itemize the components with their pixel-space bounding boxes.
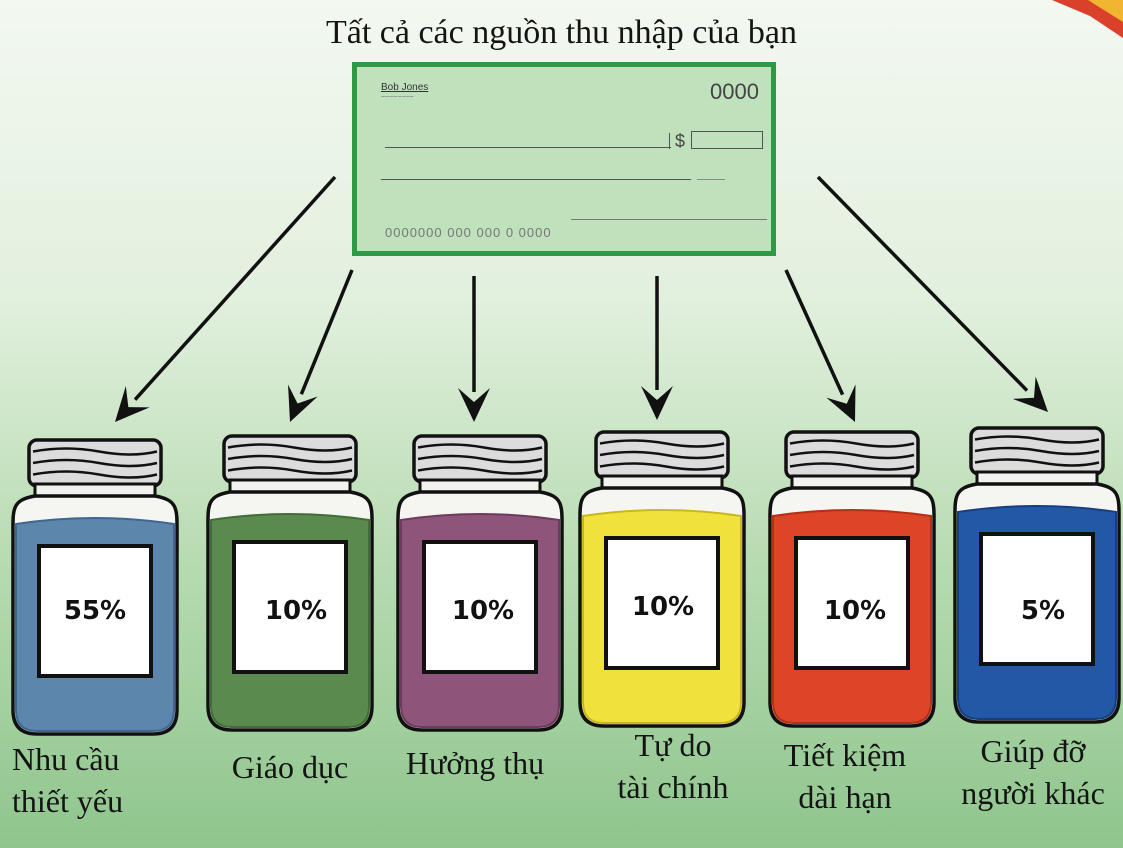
jar-percent-play: 10% bbox=[451, 596, 515, 626]
jar-percent-give: 5% bbox=[1020, 596, 1066, 626]
jar-label-line: thiết yếu bbox=[12, 783, 124, 819]
jar-lid-thread-financial-freedom bbox=[599, 450, 725, 460]
jar-lid-thread-give bbox=[974, 435, 1100, 444]
jar-lid-thread-financial-freedom bbox=[599, 439, 725, 448]
jar-label-financial-freedom: Tự do tài chính bbox=[583, 724, 763, 808]
jar-lid-thread-play bbox=[417, 454, 543, 464]
check-amount-words-end bbox=[697, 179, 725, 180]
jar-lid-thread-needs bbox=[32, 447, 158, 456]
jar-percent-education: 10% bbox=[264, 596, 328, 626]
arrow-head-long-term-savings bbox=[826, 384, 856, 422]
income-check: Bob Jones ~~~~~~~~ 0000 $ 0000000 000 00… bbox=[352, 62, 776, 256]
jar-lid-thread-play bbox=[417, 443, 543, 452]
arrow-shaft-give bbox=[816, 175, 1029, 392]
jar-lid-thread-play bbox=[417, 466, 543, 475]
jar-percent-needs: 55% bbox=[63, 596, 127, 626]
check-payee-line bbox=[385, 147, 671, 148]
jar-label-card-needs bbox=[37, 544, 153, 678]
check-currency-sign: $ bbox=[675, 131, 686, 151]
check-number: 0000 bbox=[710, 79, 759, 104]
check-micr-line: 0000000 000 000 0 0000 bbox=[385, 225, 552, 240]
arrow-shaft-education bbox=[299, 269, 354, 395]
jar-label-card-give bbox=[979, 532, 1095, 666]
jar-lid-thread-give bbox=[974, 446, 1100, 456]
jar-lid-thread-long-term-savings bbox=[789, 462, 915, 471]
arrow-head-play bbox=[458, 388, 490, 422]
jar-label-card-financial-freedom bbox=[604, 536, 720, 670]
jar-percent-financial-freedom: 10% bbox=[631, 592, 695, 622]
arrow-shaft-long-term-savings bbox=[784, 269, 845, 396]
jar-label-line: người khác bbox=[961, 775, 1105, 811]
check-owner-address: ~~~~~~~~ bbox=[381, 94, 414, 101]
arrow-head-education bbox=[288, 384, 318, 422]
jar-label-card-education bbox=[232, 540, 348, 674]
diagram-title: Tất cả các nguồn thu nhập của bạn bbox=[325, 14, 798, 51]
jar-lid-thread-needs bbox=[32, 458, 158, 468]
jar-label-line: Nhu cầu bbox=[12, 741, 120, 777]
jar-lid-thread-financial-freedom bbox=[599, 462, 725, 471]
arrow-shaft-needs bbox=[133, 175, 337, 401]
jar-label-card-play bbox=[422, 540, 538, 674]
check-amount-box bbox=[691, 131, 763, 149]
jar-label-line: Tự do bbox=[634, 727, 712, 763]
jar-lid-thread-needs bbox=[32, 470, 158, 479]
jar-label-line: tài chính bbox=[617, 769, 729, 805]
arrow-head-give bbox=[1012, 376, 1048, 412]
jar-lid-thread-education bbox=[227, 466, 353, 475]
jar-label-line: Giáo dục bbox=[231, 749, 349, 785]
arrow-head-financial-freedom bbox=[641, 386, 673, 420]
jar-label-line: dài hạn bbox=[798, 779, 892, 815]
arrow-head-needs bbox=[115, 386, 150, 422]
jar-lid-thread-education bbox=[227, 443, 353, 452]
check-owner-name: Bob Jones bbox=[381, 82, 429, 93]
jar-label-line: Hưởng thụ bbox=[405, 745, 545, 781]
check-divider bbox=[669, 133, 670, 149]
check-signature-line bbox=[571, 219, 767, 220]
jar-label-give: Giúp đỡ người khác bbox=[943, 730, 1123, 814]
jar-lid-thread-give bbox=[974, 458, 1100, 467]
jar-label-line: Giúp đỡ bbox=[980, 733, 1086, 769]
jar-label-long-term-savings: Tiết kiệm dài hạn bbox=[755, 734, 935, 818]
jar-label-education: Giáo dục bbox=[200, 746, 380, 788]
jar-percent-long-term-savings: 10% bbox=[823, 596, 887, 626]
jar-label-line: Tiết kiệm bbox=[783, 737, 907, 773]
corner-logo-accent-icon bbox=[1088, 0, 1123, 22]
jar-lid-thread-long-term-savings bbox=[789, 450, 915, 460]
jar-lid-thread-long-term-savings bbox=[789, 439, 915, 448]
jar-label-play: Hưởng thụ bbox=[385, 742, 565, 784]
check-amount-words-line bbox=[381, 179, 691, 180]
jar-label-card-long-term-savings bbox=[794, 536, 910, 670]
jar-lid-thread-education bbox=[227, 454, 353, 464]
jar-label-needs: Nhu cầu thiết yếu bbox=[12, 738, 192, 822]
